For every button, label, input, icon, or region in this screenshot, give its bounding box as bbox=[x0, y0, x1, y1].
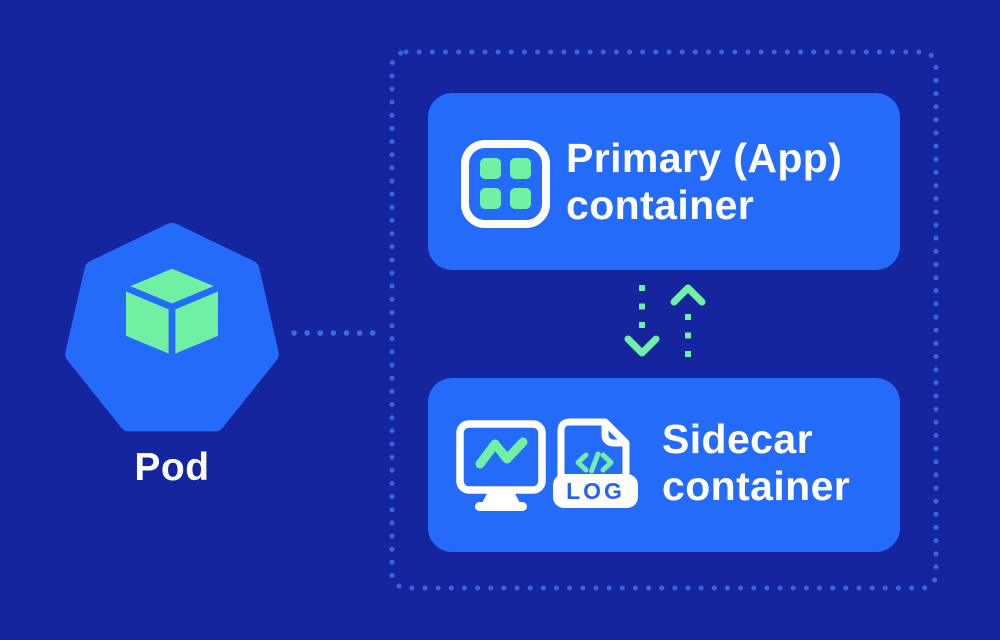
sidecar-container-label-line2: container bbox=[662, 463, 851, 509]
code-brackets-icon bbox=[575, 451, 614, 474]
bidirectional-dotted-arrows bbox=[624, 284, 706, 366]
primary-container-label-line2: container bbox=[566, 182, 755, 228]
pod-boundary-connector-dotted-line bbox=[291, 330, 386, 336]
document-fold-corner bbox=[601, 418, 630, 447]
monitoring-screen-icon bbox=[456, 420, 546, 511]
arrow-down-icon bbox=[624, 285, 660, 357]
primary-container-card: Primary (App) container bbox=[428, 93, 900, 270]
log-badge bbox=[553, 474, 638, 508]
primary-container-label: Primary (App) container bbox=[566, 135, 842, 229]
monitor-stand bbox=[482, 490, 520, 503]
chart-zigzag-line bbox=[475, 437, 528, 469]
monitor-base bbox=[475, 502, 527, 511]
cube-icon bbox=[124, 268, 220, 355]
sidecar-container-card: LOG Sidecar container bbox=[428, 378, 900, 552]
sidecar-container-label-line1: Sidecar bbox=[662, 416, 813, 462]
sidecar-container-label: Sidecar container bbox=[662, 416, 850, 510]
app-grid-icon bbox=[461, 140, 550, 228]
log-file-icon: LOG bbox=[553, 418, 638, 508]
kubernetes-pod-icon bbox=[65, 222, 279, 432]
pod-label: Pod bbox=[134, 446, 210, 489]
primary-container-label-line1: Primary (App) bbox=[566, 135, 843, 181]
arrow-up-icon bbox=[670, 284, 706, 366]
pod-boundary-dotted-rect bbox=[389, 49, 939, 591]
log-badge-text: LOG bbox=[566, 478, 625, 504]
